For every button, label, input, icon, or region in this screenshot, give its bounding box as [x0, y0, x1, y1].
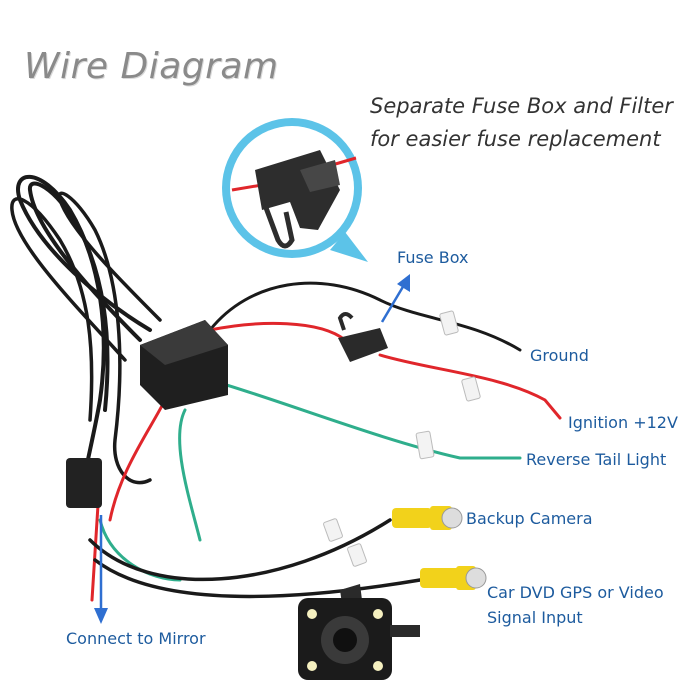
mirror-connector: [66, 458, 102, 508]
label-fuse-box: Fuse Box: [397, 248, 469, 267]
wire-tags: [323, 310, 481, 567]
label-ignition: Ignition +12V: [568, 413, 678, 432]
label-ground: Ground: [530, 346, 589, 365]
fuse-box-arrow: [380, 274, 410, 323]
rca-cable-2: [93, 558, 422, 599]
fuse-note-line2: for easier fuse replacement: [370, 127, 661, 151]
rca-car-dvd: [420, 566, 487, 590]
reverse-wire: [208, 378, 522, 460]
rca-cable-1: [88, 518, 392, 582]
diagram-title: Wire Diagram: [24, 46, 279, 87]
filter-green-down: [178, 408, 202, 542]
rca-backup-camera: [392, 506, 463, 530]
label-connect-to-mirror: Connect to Mirror: [66, 629, 206, 648]
fuse-note-line1: Separate Fuse Box and Filter: [370, 94, 673, 118]
mirror-green: [98, 518, 182, 582]
main-cable-coil: [10, 174, 162, 502]
label-backup-camera: Backup Camera: [466, 509, 593, 528]
ground-wire: [208, 281, 522, 352]
connect-mirror-arrow: [94, 515, 108, 624]
mirror-red: [90, 503, 100, 602]
backup-camera: [298, 584, 420, 680]
label-car-dvd-line2: Signal Input: [487, 608, 583, 627]
wires: [88, 281, 562, 602]
label-reverse-tail-light: Reverse Tail Light: [526, 450, 667, 469]
filter-box: [140, 320, 228, 410]
filter-red-down: [108, 398, 167, 522]
fuse-box: [337, 312, 388, 362]
fuse-zoom-bubble: [222, 118, 368, 262]
label-car-dvd-line1: Car DVD GPS or Video: [487, 583, 664, 602]
ignition-wire: [208, 321, 562, 420]
